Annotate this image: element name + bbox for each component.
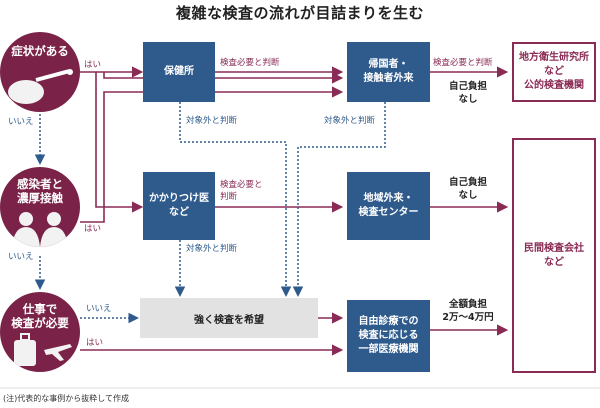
circle-symptom-label: 症状がある [11,44,69,58]
label-out-hc: 対象外と判断 [186,116,238,126]
label-test-needed-fd2: 判断 [220,192,238,202]
self-pay-line1: 自由診療での [358,316,419,327]
private-lab-line2: など [544,256,564,268]
self-pay-line3: 一部医療機関 [358,344,419,355]
public-lab-box: 地方衛生研究所 など 公的検査機関 [512,42,596,102]
regional-center-line1: 地域外来・ [363,193,414,204]
label-test-needed-fd1: 検査必要と [220,180,263,190]
arrow-contact-to-returnee [80,86,344,223]
arrow-symptom-to-returnee [103,72,344,84]
cost-regional: 自己負担 なし [432,176,504,202]
arrow-returnee-out [292,102,386,297]
family-doctor-line1: かかりつけ医 [148,193,210,204]
circle-work-line1: 仕事で [22,302,58,316]
family-doctor-box: かかりつけ医 など [143,172,215,240]
cost-returnee-line2: なし [458,94,478,105]
returnee-clinic-line2: 接触者外来 [363,73,414,84]
suitcase-airplane-icon [14,333,72,366]
label-no-symptom: いいえ [8,117,34,127]
label-out-returnee: 対象外と判断 [324,116,376,126]
thermometer-icon [8,69,73,104]
arrow-symptom-to-family-doctor [95,72,144,213]
cost-self-pay: 全額負担 2万～4万円 [432,298,504,324]
circle-contact-line1: 感染者と [17,177,63,191]
cost-regional-line2: なし [458,190,478,201]
self-pay-clinic-box: 自由診療での 検査に応じる 一部医療機関 [347,300,430,372]
public-lab-line2: など [544,66,564,77]
returnee-clinic-box: 帰国者・ 接触者外来 [347,42,430,102]
public-lab-line1: 地方衛生研究所 [519,52,589,63]
health-center-box: 保健所 [143,42,215,102]
label-no-work: いいえ [86,304,112,314]
returnee-clinic-line1: 帰国者・ [368,59,409,70]
circle-symptom: 症状がある [0,32,80,112]
label-yes-contact: はい [84,224,102,234]
cost-regional-line1: 自己負担 [448,177,487,188]
circle-work: 仕事で 検査が必要 [0,292,80,372]
label-test-needed-returnee: 検査必要と判断 [433,58,493,68]
health-center-label: 保健所 [164,66,194,77]
label-yes-work: はい [86,338,104,348]
diagram-title: 複雑な検査の流れが目詰まりを生む [175,4,424,22]
circle-work-line2: 検査が必要 [11,316,69,330]
label-out-fd: 対象外と判断 [186,244,238,254]
public-lab-line3: 公的検査機関 [524,80,584,91]
private-lab-line1: 民間検査会社 [524,242,584,254]
family-doctor-line2: など [169,207,189,218]
self-pay-line2: 検査に応じる [358,330,419,341]
cost-returnee-line1: 自己負担 [448,81,487,92]
strong-wish-label: 強く検査を希望 [194,314,264,326]
cost-returnee: 自己負担 なし [432,80,504,106]
cost-self-pay-line1: 全額負担 [448,299,487,310]
label-yes-symptom: はい [84,60,102,70]
strong-wish-box: 強く検査を希望 [140,298,318,338]
regional-center-line2: 検査センター [358,207,419,218]
cost-self-pay-line2: 2万～4万円 [442,312,494,323]
private-lab-box: 民間検査会社 など [512,138,596,373]
footnote: (注)代表的な事例から抜粋して作成 [3,394,130,403]
people-icon [12,212,68,247]
circle-contact: 感染者と 濃厚接触 [0,167,80,247]
label-no-contact: いいえ [8,252,34,262]
circle-contact-line2: 濃厚接触 [17,191,63,205]
arrow-health-center-out [179,102,292,297]
regional-center-box: 地域外来・ 検査センター [347,172,430,240]
label-test-needed-hc: 検査必要と判断 [220,58,280,68]
